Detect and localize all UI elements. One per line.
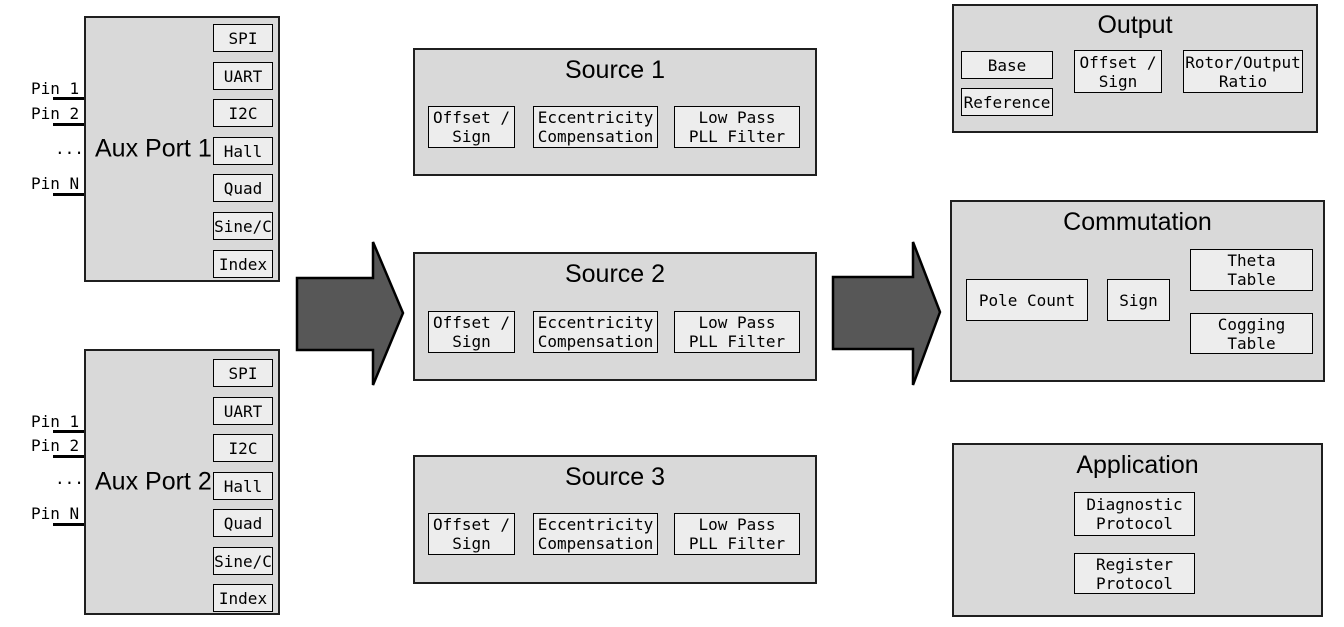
output-block: Output Base Reference Offset / Sign Roto… — [952, 4, 1318, 133]
commutation-cogging-table: Cogging Table — [1190, 313, 1313, 354]
source3-low-pass: Low Pass PLL Filter — [674, 513, 800, 555]
output-reference: Reference — [961, 88, 1053, 116]
aux2-proto-hall: Hall — [213, 472, 273, 500]
aux2-pin-1-line — [53, 430, 84, 433]
aux1-proto-index: Index — [213, 250, 273, 278]
aux1-pin-ellipsis: ... — [55, 139, 84, 158]
commutation-title: Commutation — [1063, 208, 1212, 236]
aux2-proto-i2c: I2C — [213, 434, 273, 462]
aux-port-1-title: Aux Port 1 — [95, 134, 212, 163]
source3-eccentricity: Eccentricity Compensation — [533, 513, 658, 555]
application-register-protocol: Register Protocol — [1074, 553, 1195, 594]
flow-arrow-right-icon — [831, 241, 942, 386]
application-title: Application — [1076, 451, 1199, 479]
output-base: Base — [961, 51, 1053, 79]
source1-low-pass: Low Pass PLL Filter — [674, 106, 800, 148]
output-rotor-ratio: Rotor/Output Ratio — [1183, 50, 1303, 93]
aux1-proto-sine: Sine/C — [213, 212, 273, 240]
aux1-proto-quad: Quad — [213, 174, 273, 202]
source1-eccentricity: Eccentricity Compensation — [533, 106, 658, 148]
aux1-pin-2-line — [53, 123, 84, 126]
aux-port-2-block: Aux Port 2 SPI UART I2C Hall Quad Sine/C… — [84, 349, 280, 615]
commutation-sign: Sign — [1107, 279, 1170, 321]
aux2-pin-n-line — [53, 523, 84, 526]
flow-arrow-left-icon — [295, 241, 405, 386]
output-offset-sign: Offset / Sign — [1074, 50, 1162, 93]
source-2-title: Source 2 — [564, 260, 666, 288]
aux1-pin-1-label: Pin 1 — [31, 79, 80, 98]
aux1-pin-n-label: Pin N — [31, 174, 80, 193]
aux1-pin-n-line — [53, 193, 84, 196]
aux-port-2-title: Aux Port 2 — [95, 467, 212, 496]
commutation-theta-table: Theta Table — [1190, 249, 1313, 291]
source2-low-pass: Low Pass PLL Filter — [674, 311, 800, 353]
application-diagnostic-protocol: Diagnostic Protocol — [1074, 492, 1195, 536]
source-2-block: Source 2 Offset / Sign Eccentricity Comp… — [413, 252, 817, 381]
aux2-pin-n-label: Pin N — [31, 504, 80, 523]
aux2-proto-spi: SPI — [213, 359, 273, 387]
aux1-proto-spi: SPI — [213, 24, 273, 52]
aux2-pin-ellipsis: ... — [55, 469, 84, 488]
source2-eccentricity: Eccentricity Compensation — [533, 311, 658, 353]
application-block: Application Diagnostic Protocol Register… — [952, 443, 1323, 617]
aux1-pin-1-line — [53, 97, 84, 100]
source3-offset-sign: Offset / Sign — [428, 513, 515, 555]
aux2-pin-1-label: Pin 1 — [31, 412, 80, 431]
source-3-title: Source 3 — [564, 463, 666, 491]
aux1-proto-hall: Hall — [213, 137, 273, 165]
aux2-proto-quad: Quad — [213, 509, 273, 537]
commutation-block: Commutation Pole Count Sign Theta Table … — [950, 200, 1325, 382]
source-3-block: Source 3 Offset / Sign Eccentricity Comp… — [413, 455, 817, 584]
aux1-pin-2-label: Pin 2 — [31, 104, 80, 123]
aux2-proto-index: Index — [213, 584, 273, 612]
aux2-pin-2-label: Pin 2 — [31, 436, 80, 455]
aux2-pin-2-line — [53, 455, 84, 458]
source-1-block: Source 1 Offset / Sign Eccentricity Comp… — [413, 48, 817, 176]
source1-offset-sign: Offset / Sign — [428, 106, 515, 148]
aux2-proto-sine: Sine/C — [213, 547, 273, 575]
commutation-pole-count: Pole Count — [966, 279, 1088, 321]
source2-offset-sign: Offset / Sign — [428, 311, 515, 353]
source-1-title: Source 1 — [564, 56, 666, 84]
aux1-proto-i2c: I2C — [213, 99, 273, 127]
aux2-proto-uart: UART — [213, 397, 273, 425]
output-title: Output — [1097, 11, 1173, 39]
aux1-proto-uart: UART — [213, 62, 273, 90]
aux-port-1-block: Aux Port 1 SPI UART I2C Hall Quad Sine/C… — [84, 16, 280, 282]
